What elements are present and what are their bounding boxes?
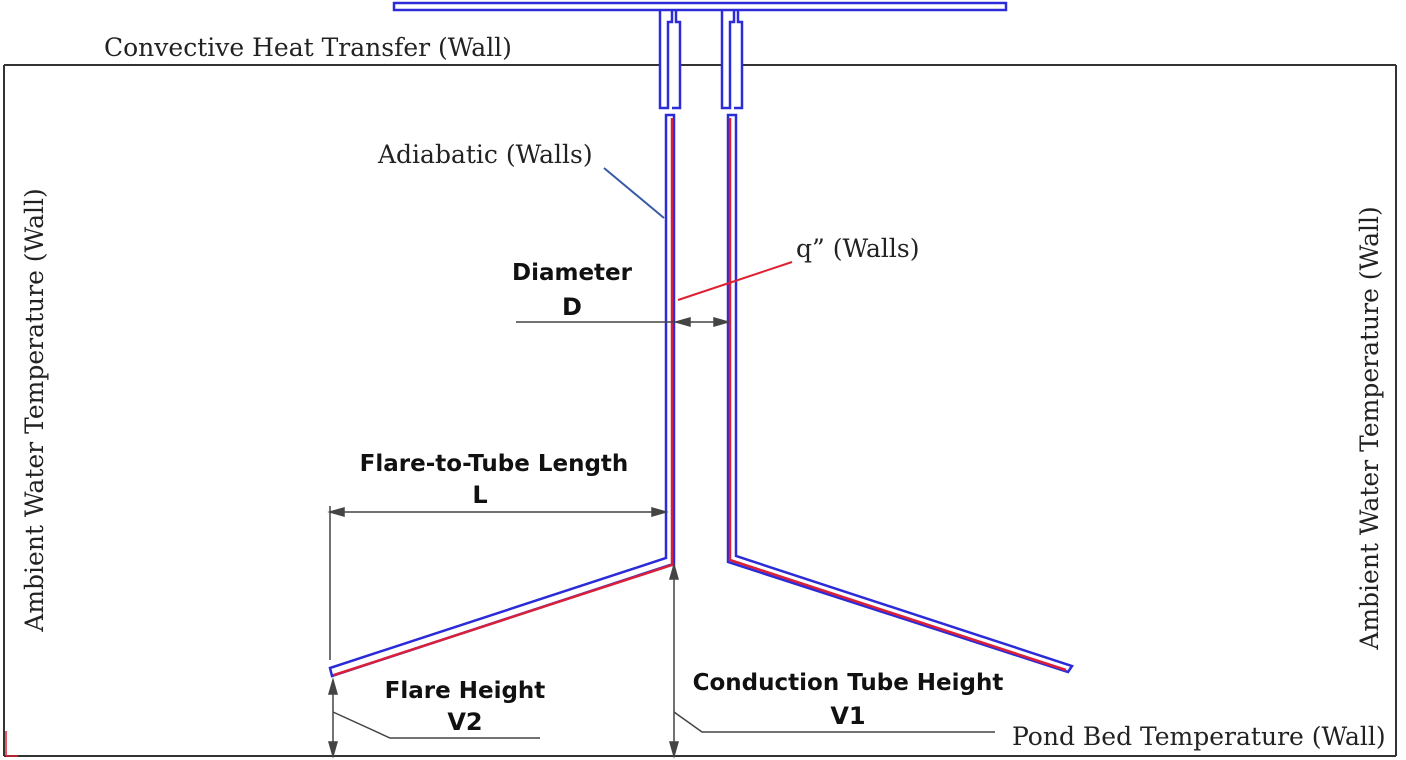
flare-height-symbol: V2	[447, 708, 482, 736]
tube-right-wall-heated	[728, 118, 1067, 672]
flare-length-arrow-right	[651, 507, 669, 517]
flare-length-name: Flare-to-Tube Length	[360, 451, 629, 477]
tube-height-arrow-top	[669, 562, 679, 580]
tube-height-arrow-bottom	[669, 741, 679, 759]
heat-flux-leader	[677, 261, 793, 301]
tube-right-wall-adiabatic	[726, 113, 1074, 674]
bottom-boundary-label: Pond Bed Temperature (Wall)	[1012, 722, 1386, 751]
right-boundary-label: Ambient Water Temperature (Wall)	[1355, 206, 1384, 650]
top-boundary-label: Convective Heat Transfer (Wall)	[104, 33, 512, 62]
diameter-name: Diameter	[512, 260, 633, 286]
flare-height-dimension	[328, 677, 540, 759]
flare-height-leader	[332, 711, 540, 739]
domain-boundary	[3, 64, 1397, 757]
diameter-dimension	[516, 317, 731, 327]
top-plate	[392, 1, 1008, 110]
tube-left-wall-adiabatic	[328, 113, 676, 678]
diameter-arrow-right	[713, 317, 731, 327]
tube-height-symbol: V1	[830, 702, 865, 730]
flare-height-arrow-bottom	[328, 741, 338, 759]
flare-length-symbol: L	[472, 481, 487, 509]
adiabatic-label: Adiabatic (Walls)	[377, 140, 593, 169]
top-plate-body	[392, 1, 1008, 12]
tube-height-name: Conduction Tube Height	[693, 670, 1004, 696]
diameter-arrow-left	[673, 317, 691, 327]
tube-left-wall-heated	[333, 118, 674, 677]
origin-marker	[5, 731, 18, 757]
top-plate-stem-right	[720, 10, 736, 110]
flare-length-arrow-left	[327, 507, 345, 517]
diameter-symbol: D	[562, 293, 582, 321]
adiabatic-leader	[603, 167, 665, 219]
flare-length-dimension	[327, 506, 669, 660]
flare-height-name: Flare Height	[385, 678, 546, 704]
left-boundary-label: Ambient Water Temperature (Wall)	[20, 188, 49, 632]
top-plate-stem-left-inner	[672, 10, 682, 110]
heat-flux-label: q” (Walls)	[796, 234, 920, 263]
top-plate-stem-right-inner	[734, 10, 744, 110]
flare-height-arrow-top	[328, 677, 338, 695]
top-plate-stem-left	[658, 10, 674, 110]
conduction-tube	[328, 113, 1074, 678]
tube-height-leader	[673, 711, 995, 733]
tube-height-dimension	[669, 562, 995, 759]
